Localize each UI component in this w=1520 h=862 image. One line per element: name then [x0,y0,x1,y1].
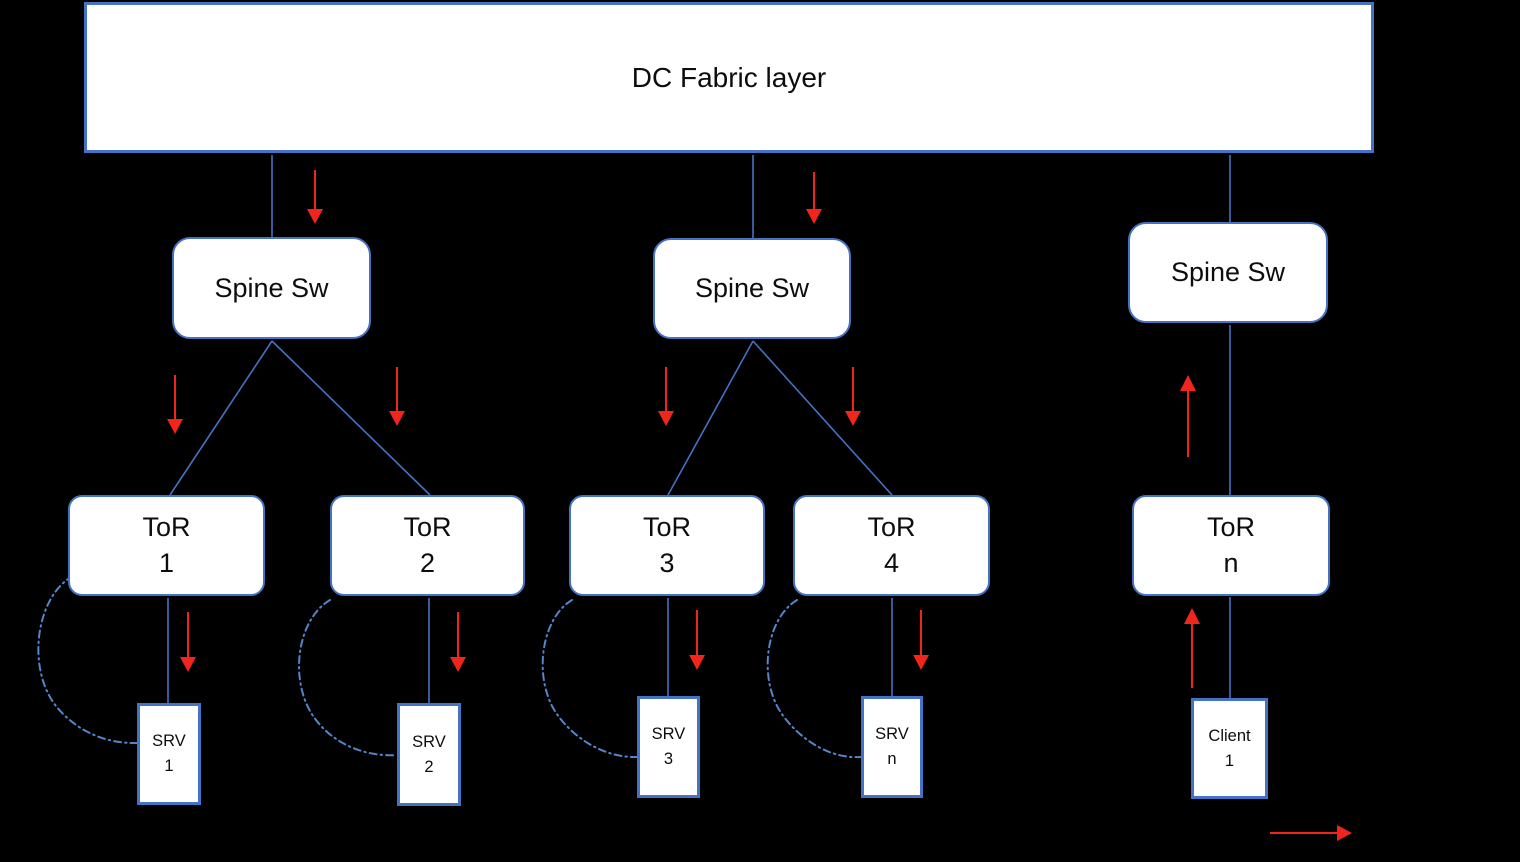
down-flow-arrow-icon [389,367,405,426]
tor-switch-3-id: 3 [659,547,675,578]
server-n-id: n [887,750,897,768]
spine-switch-n-box: Spine Sw [1128,222,1328,323]
server-n-type: SRV [875,725,909,744]
tor-switch-n-box: ToR n [1132,495,1330,596]
tor-switch-4-id: 4 [883,547,900,578]
spine2-to-tor3-link [667,340,754,496]
spine-switch-2-box: Spine Sw [653,238,851,339]
server-2-box: SRV 2 [397,703,461,806]
tor-switch-3-box: ToR 3 [569,495,765,596]
server-1-type: SRV [152,732,186,751]
down-flow-arrow-icon [307,170,323,224]
tor-switch-2-type: ToR [403,512,452,543]
client-1-type: Client [1208,726,1251,745]
right-flow-arrow-icon [1270,825,1352,841]
spine-switch-1-box: Spine Sw [172,237,371,339]
tor-switch-1-type: ToR [142,512,191,543]
spine2-to-tor4-link [752,340,893,496]
tor-switch-2-box: ToR 2 [330,495,525,596]
down-flow-arrow-icon [658,367,674,426]
tor1-srv1-loop-link [37,575,138,745]
server-1-box: SRV 1 [137,703,201,805]
spine1-to-tor1-link [169,340,273,496]
server-2-id: 2 [424,757,434,776]
server-2-type: SRV [412,732,446,751]
tor-switch-2-id: 2 [419,547,436,578]
client-1-box: Client 1 [1191,698,1268,799]
down-flow-arrow-icon [180,612,196,672]
down-flow-arrow-icon [167,375,183,434]
tor-switch-4-box: ToR 4 [793,495,990,596]
down-flow-arrow-icon [450,612,466,672]
spine-switch-1-label: Spine Sw [214,272,329,303]
spine1-to-tor2-link [271,340,431,496]
spine-switch-2-label: Spine Sw [694,273,810,303]
tor-switch-n-type: ToR [1206,512,1255,543]
dc-fabric-layer-label: DC Fabric layer [631,61,827,93]
server-n-box: SRV n [861,696,923,798]
spine-switch-n-label: Spine Sw [1170,257,1286,287]
tor-switch-n-id: n [1223,547,1239,578]
dc-fabric-layer-box: DC Fabric layer [84,2,1374,153]
down-flow-arrow-icon [806,172,822,224]
tor2-srv2-loop-link [298,599,398,757]
client-1-id: 1 [1224,751,1235,770]
tor-switch-1-box: ToR 1 [68,495,265,596]
up-flow-arrow-icon [1184,608,1200,688]
server-1-id: 1 [164,757,174,775]
down-flow-arrow-icon [913,610,929,670]
tor3-srv3-loop-link [541,599,638,759]
server-3-id: 3 [663,750,674,768]
up-flow-arrow-icon [1180,375,1196,457]
tor-switch-1-id: 1 [158,547,175,578]
tor4-srvn-loop-link [766,599,862,759]
down-flow-arrow-icon [689,610,705,670]
down-flow-arrow-icon [845,367,861,426]
server-3-type: SRV [651,725,686,744]
tor-switch-3-type: ToR [642,512,691,543]
tor-switch-4-type: ToR [867,512,916,543]
server-3-box: SRV 3 [637,696,700,798]
